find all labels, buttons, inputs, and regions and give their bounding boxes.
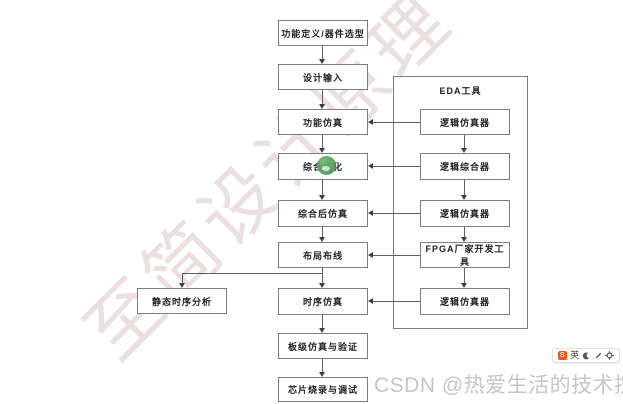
arrowhead-eda-1 <box>461 148 467 153</box>
flow-node-function-definition: 功能定义/器件选型 <box>278 20 368 46</box>
ime-toolbar[interactable]: S 英 <box>552 348 620 363</box>
connector-main-2 <box>322 90 323 104</box>
eda-node-fpga-vendor-tools: FPGA厂家开发工具 <box>420 242 510 268</box>
flow-node-design-input: 设计输入 <box>278 64 368 90</box>
eda-node-logic-synthesizer: 逻辑综合器 <box>420 153 510 180</box>
arrowhead-eda-2 <box>461 195 467 200</box>
connector-branch-vertical <box>182 273 183 283</box>
arrowhead-main-7 <box>319 328 325 333</box>
eda-node-logic-simulator-2: 逻辑仿真器 <box>420 200 510 227</box>
flow-node-place-route: 布局布线 <box>278 242 368 268</box>
flow-node-function-simulation: 功能仿真 <box>278 109 368 135</box>
flow-node-static-timing-analysis: 静态时序分析 <box>137 288 227 314</box>
connector-eda-3 <box>464 227 465 237</box>
eda-node-logic-simulator-1: 逻辑仿真器 <box>420 109 510 135</box>
ime-language-mode-button[interactable]: 英 <box>570 350 580 360</box>
arrowhead-main-3 <box>319 148 325 153</box>
arrowhead-eda-3 <box>461 237 467 242</box>
connector-h-simulator-1 <box>373 122 420 123</box>
arrowhead-main-6 <box>319 283 325 288</box>
green-marker-dot <box>317 156 336 175</box>
arrowhead-main-4 <box>319 195 325 200</box>
connector-h-simulator-3 <box>373 301 420 302</box>
connector-main-7 <box>322 315 323 328</box>
flow-node-post-synthesis-simulation: 综合后仿真 <box>278 200 368 227</box>
flow-node-timing-simulation: 时序仿真 <box>278 288 368 315</box>
flow-node-chip-programming: 芯片烧录与调试 <box>278 377 368 402</box>
connector-h-synthesizer <box>373 166 420 167</box>
arrowhead-main-1 <box>319 59 325 64</box>
gear-icon[interactable] <box>605 351 615 360</box>
ime-logo-icon[interactable]: S <box>557 351 567 360</box>
arrowhead-h-4 <box>368 252 373 258</box>
connector-branch-horizontal <box>182 273 323 274</box>
arrowhead-main-8 <box>319 372 325 377</box>
brush-icon[interactable] <box>594 352 602 360</box>
connector-main-3 <box>322 135 323 148</box>
csdn-watermark: CSDN @热爱生活的技术控 <box>374 374 623 397</box>
connector-main-8 <box>322 359 323 372</box>
moon-icon[interactable] <box>582 352 590 360</box>
connector-eda-4 <box>464 268 465 283</box>
arrowhead-branch <box>179 283 185 288</box>
connector-main-6 <box>322 268 323 283</box>
connector-eda-2 <box>464 180 465 195</box>
arrowhead-eda-4 <box>461 283 467 288</box>
connector-h-vendor-tools <box>373 255 420 256</box>
arrowhead-main-2 <box>319 104 325 109</box>
arrowhead-main-5 <box>319 237 325 242</box>
connector-main-5 <box>322 227 323 237</box>
connector-h-simulator-2 <box>373 213 420 214</box>
arrowhead-h-5 <box>368 298 373 304</box>
eda-tools-frame <box>393 76 528 329</box>
arrowhead-h-1 <box>368 119 373 125</box>
eda-tools-title: EDA工具 <box>439 86 482 96</box>
flow-node-board-verification: 板级仿真与验证 <box>278 333 368 359</box>
arrowhead-h-3 <box>368 210 373 216</box>
connector-eda-1 <box>464 135 465 148</box>
eda-node-logic-simulator-3: 逻辑仿真器 <box>420 288 510 315</box>
connector-main-4 <box>322 180 323 195</box>
arrowhead-h-2 <box>368 163 373 169</box>
connector-main-1 <box>322 46 323 59</box>
